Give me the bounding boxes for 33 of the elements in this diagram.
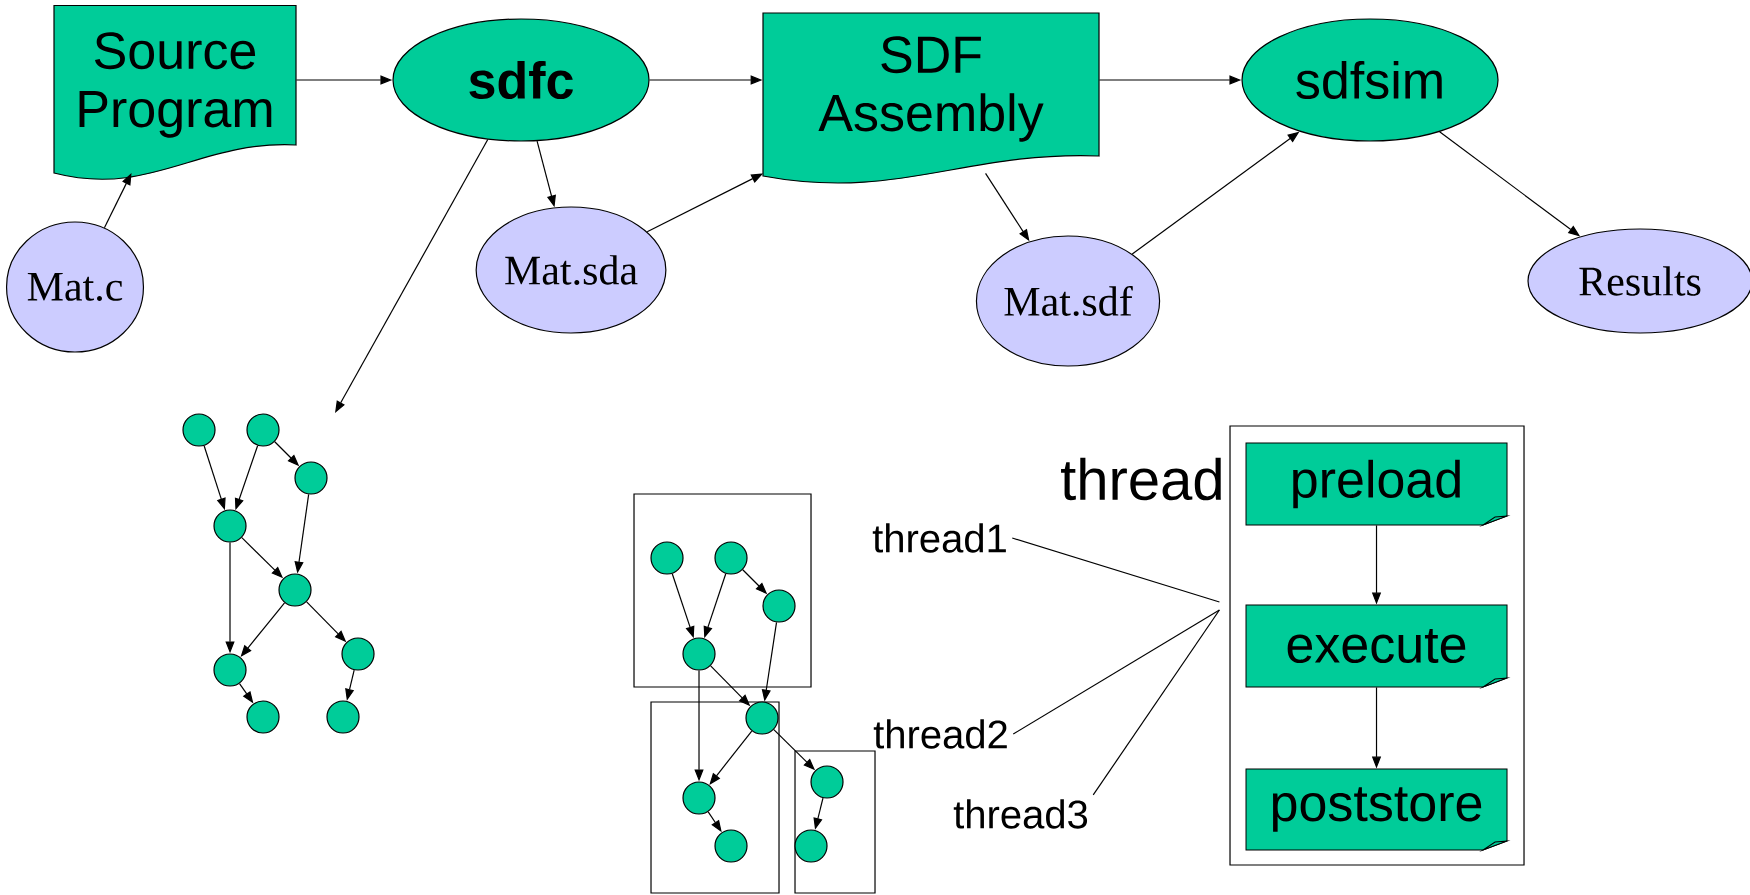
graph-node xyxy=(714,829,748,863)
graph-node xyxy=(182,413,216,447)
arrow xyxy=(709,730,753,785)
thread-label: thread1 xyxy=(872,523,1006,553)
graph-node xyxy=(650,541,684,575)
node-label: thread xyxy=(1061,457,1221,501)
graph-node xyxy=(326,700,360,734)
thread-frame xyxy=(794,750,876,894)
thread-label: thread2 xyxy=(873,719,1007,749)
graph-node xyxy=(810,765,844,799)
thread-frame xyxy=(633,493,812,688)
step-box: preload xyxy=(1245,442,1508,526)
thread-frame xyxy=(650,701,780,894)
leader-line xyxy=(1011,537,1220,603)
graph-node xyxy=(794,829,828,863)
graph-node xyxy=(682,781,716,815)
step-box: poststore xyxy=(1245,768,1508,851)
leader-line xyxy=(1092,609,1220,796)
graph-node xyxy=(246,413,280,447)
graph-node xyxy=(762,589,796,623)
graph-node xyxy=(246,700,280,734)
graph-node xyxy=(714,541,748,575)
step-box: execute xyxy=(1245,604,1508,688)
graph-node xyxy=(213,509,247,543)
leader-line xyxy=(1012,609,1220,735)
graph-node xyxy=(745,701,779,735)
graph-node xyxy=(213,653,247,687)
arrow xyxy=(335,138,489,413)
graph-node xyxy=(278,573,312,607)
graph-node xyxy=(341,637,375,671)
thread-label: thread3 xyxy=(953,799,1088,829)
graph-node xyxy=(682,637,716,671)
graph-node xyxy=(294,461,328,495)
